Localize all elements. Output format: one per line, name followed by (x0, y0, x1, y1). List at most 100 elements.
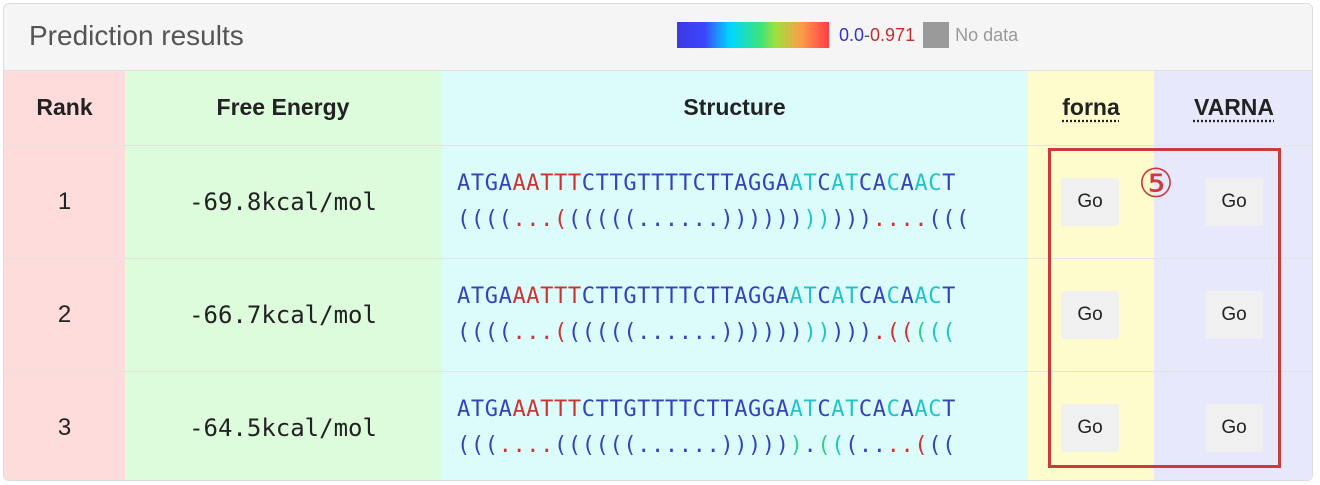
nucleotide-char: T (803, 396, 818, 422)
structure-char: . (664, 432, 679, 458)
structure-char: ( (567, 319, 582, 345)
structure-char: ( (942, 432, 956, 458)
nucleotide-char: A (457, 396, 471, 422)
varna-go-button[interactable]: Go (1205, 177, 1263, 226)
nucleotide-char: T (609, 170, 624, 196)
nucleotide-char: A (900, 396, 915, 422)
nucleotide-char: T (803, 170, 818, 196)
structure-char: ) (803, 319, 818, 345)
header-varna: VARNA (1154, 71, 1312, 146)
structure-char: ( (623, 319, 638, 345)
forna-header-link[interactable]: forna (1062, 94, 1120, 121)
no-data-swatch (923, 22, 950, 48)
nucleotide-char: C (581, 396, 596, 422)
nucleotide-char: G (484, 170, 499, 196)
nucleotide-char: T (609, 283, 624, 309)
structure-char: . (706, 206, 721, 232)
structure-char: ) (775, 206, 790, 232)
nucleotide-char: A (526, 170, 541, 196)
structure-char: ) (734, 432, 749, 458)
structure-char: ( (928, 319, 943, 345)
structure-char: ) (748, 432, 762, 458)
nucleotide-char: T (540, 283, 555, 309)
structure-view: ATGAAATTTCTTGTTTTCTTAGGAATCATCACAACT (((… (457, 166, 1013, 238)
structure-char: . (637, 319, 652, 345)
structure-char: ( (581, 206, 596, 232)
structure-char: ) (845, 319, 859, 345)
nucleotide-char: G (623, 396, 638, 422)
forna-go-button[interactable]: Go (1061, 290, 1119, 339)
nucleotide-char: T (470, 396, 485, 422)
structure-char: . (540, 432, 555, 458)
nucleotide-char: A (775, 170, 790, 196)
structure-char: ( (457, 432, 471, 458)
table-row: 3 -64.5kcal/mol ATGAAATTTCTTGTTTTCTTAGGA… (4, 371, 1312, 480)
structure-char: . (886, 206, 901, 232)
nucleotide-char: T (706, 283, 721, 309)
structure-char: ) (734, 319, 749, 345)
varna-go-button[interactable]: Go (1205, 290, 1263, 339)
nucleotide-char: A (498, 283, 513, 309)
structure-char: . (678, 206, 693, 232)
structure-char: ) (761, 432, 776, 458)
panel-title: Prediction results (29, 20, 244, 51)
header-rank: Rank (4, 71, 125, 146)
structure-char: ) (761, 206, 776, 232)
structure-char: ) (845, 206, 859, 232)
nucleotide-char: G (748, 283, 762, 309)
structure-char: ) (720, 206, 735, 232)
prediction-results-panel: Prediction results 0.0-0.971 No data Ran… (3, 3, 1313, 481)
nucleotide-char: T (540, 396, 555, 422)
sequence-line: ATGAAATTTCTTGTTTTCTTAGGAATCATCACAACT (457, 166, 1013, 202)
varna-header-link[interactable]: VARNA (1193, 94, 1275, 121)
annotation-number-five: ⑤ (1138, 161, 1174, 207)
nucleotide-char: T (651, 283, 665, 309)
nucleotide-char: T (942, 396, 956, 422)
nucleotide-char: C (817, 170, 832, 196)
nucleotide-char: T (664, 283, 679, 309)
nucleotide-char: T (651, 170, 665, 196)
nucleotide-char: C (858, 283, 873, 309)
structure-char: . (914, 206, 929, 232)
nucleotide-char: C (886, 283, 901, 309)
nucleotide-char: C (817, 396, 832, 422)
sequence-line: ATGAAATTTCTTGTTTTCTTAGGAATCATCACAACT (457, 279, 1013, 315)
structure-char: . (872, 319, 887, 345)
structure-char: . (512, 319, 527, 345)
nucleotide-char: A (900, 283, 915, 309)
nucleotide-char: A (457, 283, 471, 309)
structure-char: . (872, 432, 887, 458)
nucleotide-char: T (942, 283, 956, 309)
nucleotide-char: T (637, 396, 652, 422)
structure-char: ( (581, 319, 596, 345)
structure-char: . (651, 206, 665, 232)
nucleotide-char: G (484, 283, 499, 309)
varna-go-button[interactable]: Go (1205, 403, 1263, 452)
nucleotide-char: T (720, 170, 735, 196)
structure-char: . (637, 432, 652, 458)
structure-char: ) (748, 319, 762, 345)
structure-char: ) (734, 206, 749, 232)
structure-char: ) (817, 206, 832, 232)
dot-bracket-line: ((((...((((((......))))))))))).((((( (457, 315, 1013, 351)
forna-go-button[interactable]: Go (1061, 403, 1119, 452)
panel-header: Prediction results 0.0-0.971 No data (4, 4, 1312, 71)
nucleotide-char: A (734, 283, 749, 309)
nucleotide-char: T (595, 170, 610, 196)
nucleotide-char: T (720, 396, 735, 422)
nucleotide-char: A (789, 283, 804, 309)
structure-char: . (872, 206, 887, 232)
nucleotide-char: T (554, 396, 568, 422)
header-forna: forna (1028, 71, 1154, 146)
nucleotide-char: A (526, 283, 541, 309)
nucleotide-char: T (845, 396, 859, 422)
nucleotide-char: C (858, 396, 873, 422)
structure-char: . (886, 432, 901, 458)
structure-char: ( (554, 206, 568, 232)
dot-bracket-line: ((((...((((((......)))))))))))....((( (457, 202, 1013, 238)
forna-go-button[interactable]: Go (1061, 177, 1119, 226)
structure-char: ) (720, 432, 735, 458)
structure-cell: ATGAAATTTCTTGTTTTCTTAGGAATCATCACAACT (((… (441, 258, 1028, 372)
header-structure: Structure (441, 71, 1028, 146)
structure-char: . (512, 432, 527, 458)
